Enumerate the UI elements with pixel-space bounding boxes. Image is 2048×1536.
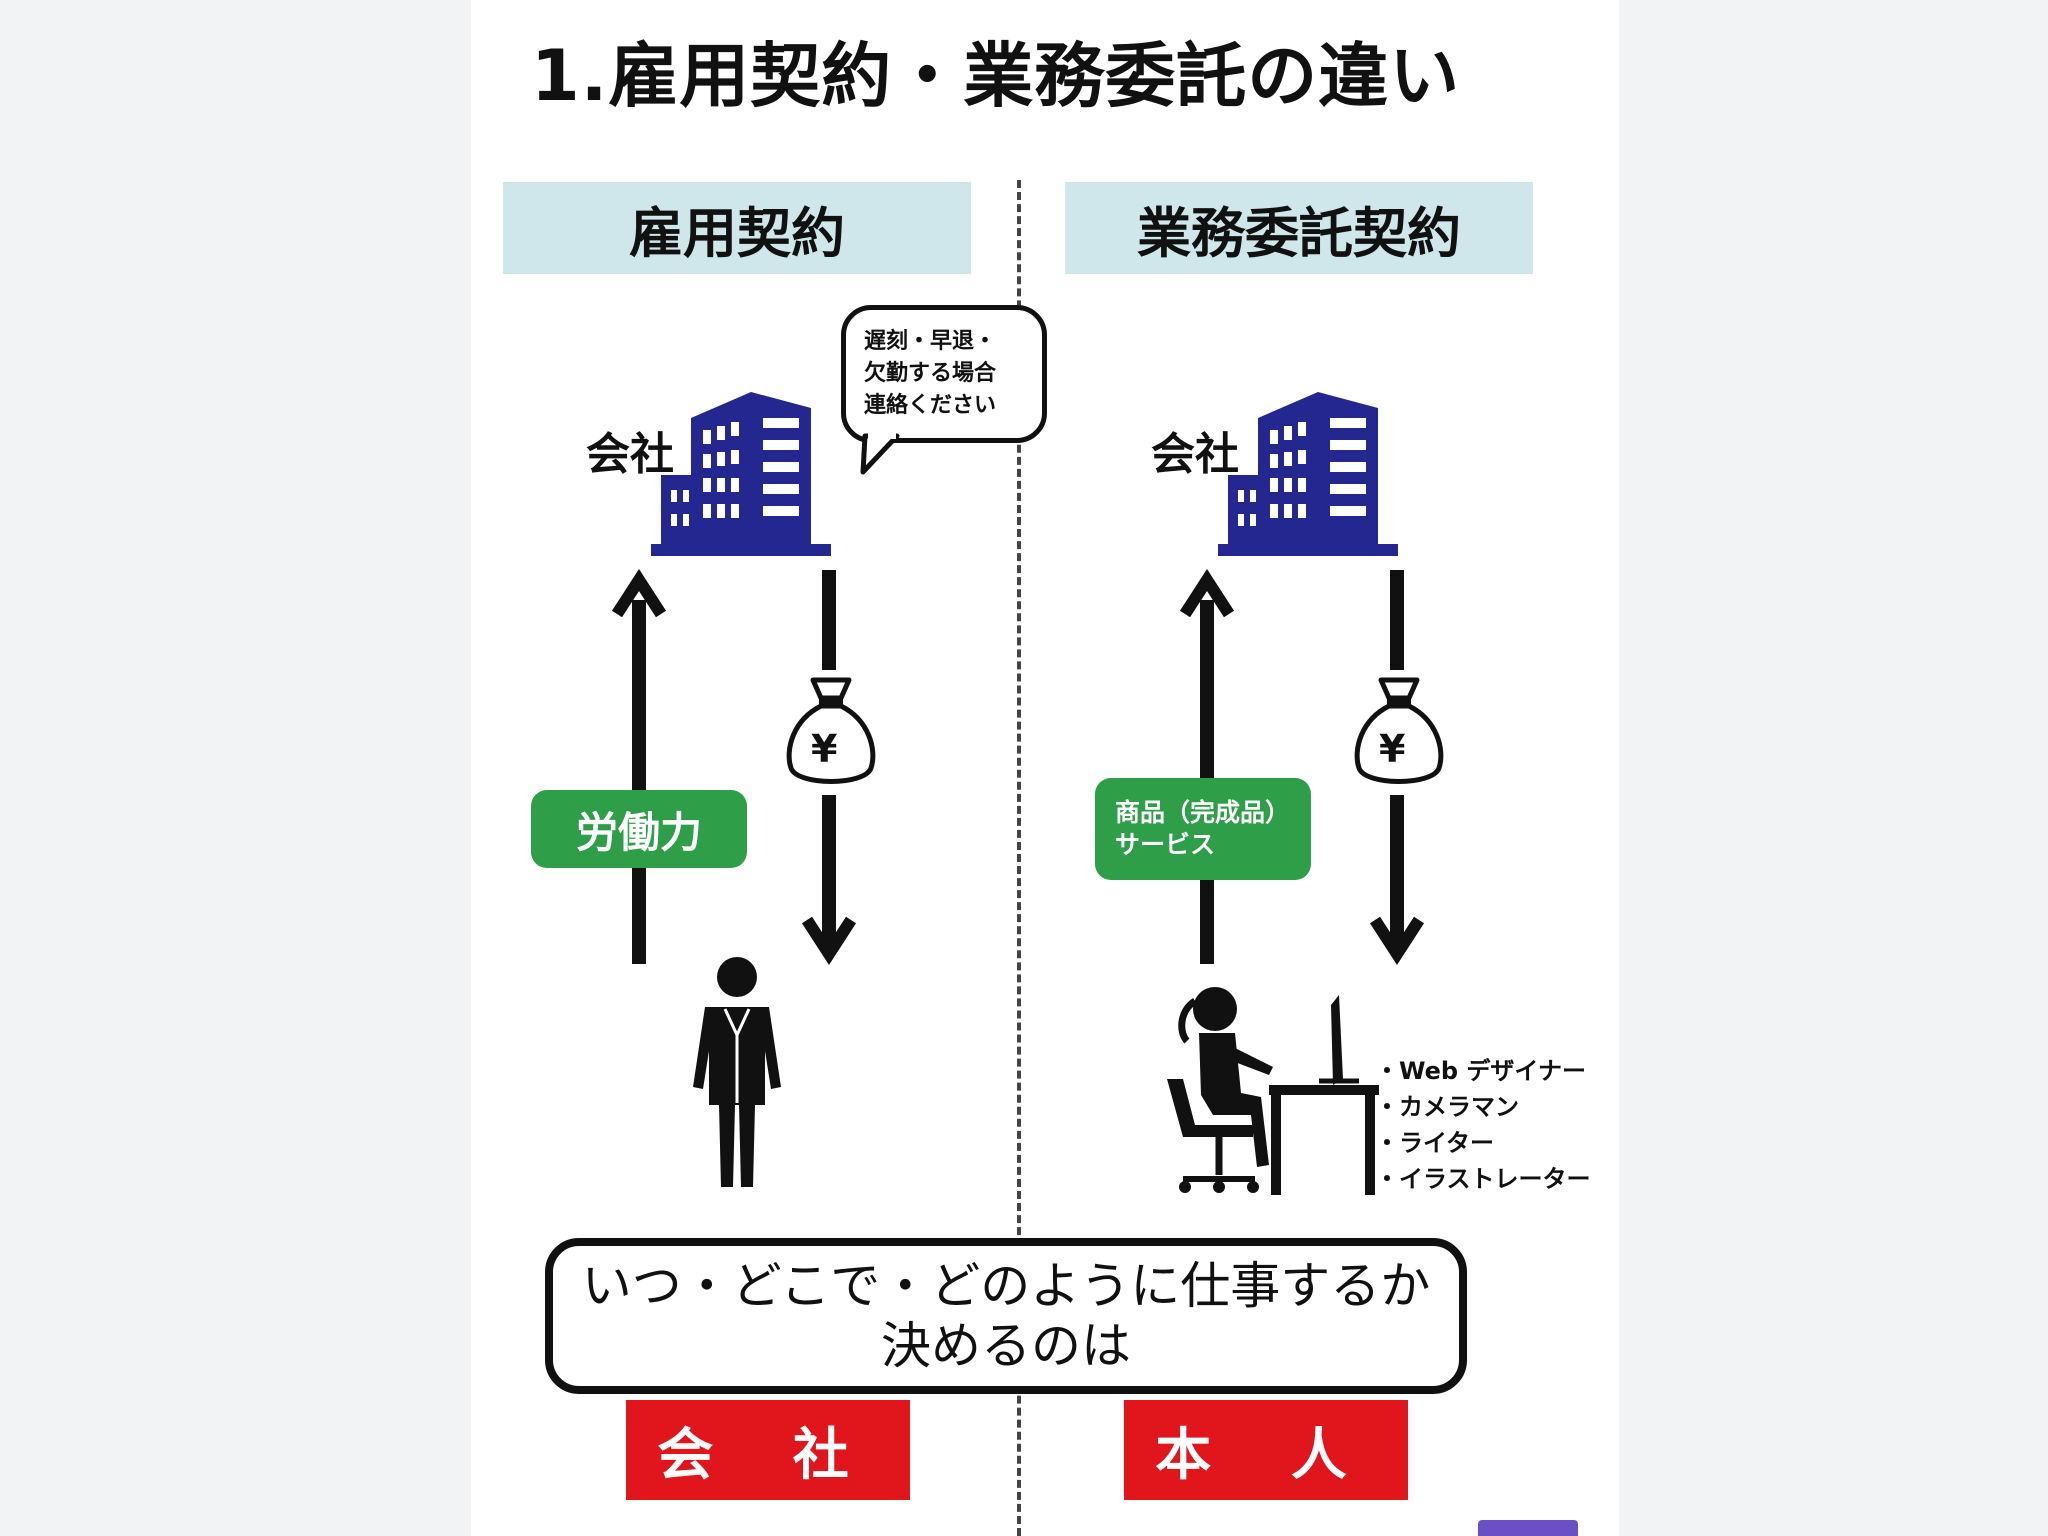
- slide-page: 1.雇用契約・業務委託の違い 雇用契約 業務委託契約 会社 遅刻・早退・ 欠勤す…: [471, 0, 1619, 1536]
- right-company-label: 会社: [1151, 429, 1239, 480]
- left-decider-badge: 会 社: [626, 1400, 910, 1500]
- speech-tail-icon: [860, 432, 900, 475]
- left-labor-badge: 労働力: [531, 790, 747, 868]
- right-product-badge: 商品（完成品） サービス: [1095, 778, 1311, 880]
- freelancer-at-desk-icon: [1167, 987, 1379, 1195]
- decision-box: いつ・どこで・どのように仕事するか 決めるのは: [545, 1238, 1467, 1394]
- page-title: 1.雇用契約・業務委託の違い: [531, 35, 1461, 117]
- right-decider-badge: 本 人: [1124, 1400, 1408, 1500]
- right-money-bag-icon: [1354, 677, 1444, 784]
- decision-line-2: 決めるのは: [881, 1317, 1131, 1375]
- left-yen-symbol: ¥: [811, 727, 838, 771]
- left-flow-arrows: [611, 568, 857, 966]
- decision-line-1: いつ・どこで・どのように仕事するか: [581, 1257, 1431, 1315]
- center-divider: [1017, 180, 1021, 1536]
- freelancer-role-list: Web デザイナー カメラマン ライター イラストレーター: [1375, 1053, 1591, 1197]
- left-company-label: 会社: [586, 429, 674, 480]
- outsourcing-contract-header: 業務委託契約: [1065, 182, 1533, 274]
- left-money-bag-icon: [786, 677, 876, 784]
- right-yen-symbol: ¥: [1379, 727, 1406, 771]
- role-item: イラストレーター: [1375, 1161, 1591, 1197]
- role-item: ライター: [1375, 1125, 1591, 1161]
- role-item: カメラマン: [1375, 1089, 1591, 1125]
- left-speech-bubble: 遅刻・早退・ 欠勤する場合 連絡ください: [841, 305, 1047, 443]
- left-building-icon: [651, 392, 831, 556]
- right-building-icon: [1218, 392, 1398, 556]
- employment-contract-header: 雇用契約: [503, 182, 971, 274]
- corner-logo-icon: [1478, 1520, 1578, 1536]
- office-worker-icon: [693, 957, 781, 1187]
- role-item: Web デザイナー: [1375, 1053, 1591, 1089]
